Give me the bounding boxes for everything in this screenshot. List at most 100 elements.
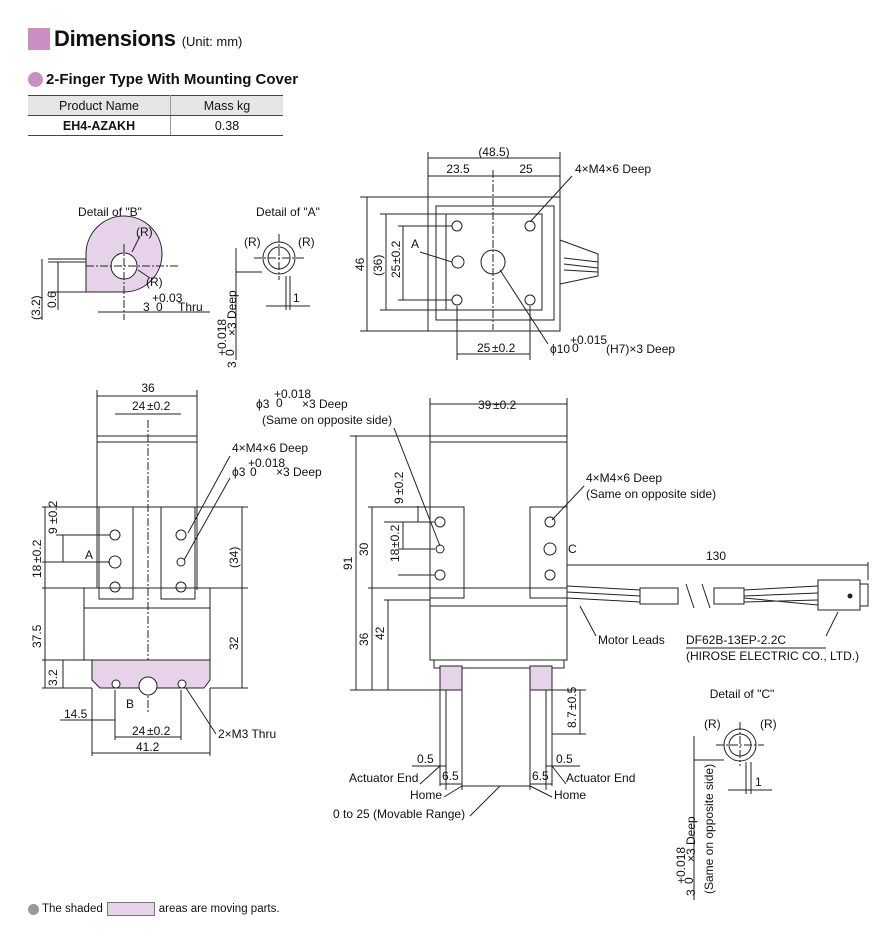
cable-wire bbox=[566, 585, 641, 591]
dim-label: (48.5) bbox=[478, 145, 509, 159]
connector-body bbox=[817, 579, 861, 611]
leader-line bbox=[825, 611, 839, 637]
cable-exit bbox=[559, 239, 599, 285]
cable-wire bbox=[563, 269, 599, 273]
column-header-mass: Mass kg bbox=[170, 95, 283, 116]
bullet-circle-icon bbox=[28, 72, 43, 87]
tapped-hole-note: (Same on opposite side) bbox=[586, 487, 716, 501]
body-step bbox=[97, 506, 198, 590]
dim-tolerance: ±0.2 bbox=[46, 500, 60, 524]
tapped-hole bbox=[175, 529, 187, 541]
hole-tol-upper: +0.018 bbox=[215, 319, 229, 356]
pin-hole bbox=[435, 544, 445, 554]
leader-line bbox=[393, 427, 441, 547]
dim-label: 25 bbox=[477, 341, 491, 355]
finger-hole bbox=[111, 679, 121, 689]
dim-label: 9 bbox=[392, 497, 406, 504]
dim-label: 18 bbox=[30, 564, 44, 578]
hole-tol-lower: 0 bbox=[156, 300, 163, 314]
connector-maker: (HIROSE ELECTRIC CO., LTD.) bbox=[686, 649, 859, 663]
label-c: C bbox=[568, 542, 577, 556]
dim-label: 36 bbox=[141, 381, 155, 395]
dim-label: 25 bbox=[519, 162, 533, 176]
dim-tolerance: ±0.5 bbox=[565, 686, 579, 710]
tapped-hole-label: 4×M4×6 Deep bbox=[575, 162, 651, 176]
dim-label: 36 bbox=[357, 632, 371, 646]
detail-c: Detail of "C" (R) (R) 1 3 +0.018 0 ×3 De… bbox=[674, 687, 777, 900]
dim-label: 0.5 bbox=[556, 752, 573, 766]
hole-tol-upper: +0.018 bbox=[674, 847, 688, 884]
dim-label: 1 bbox=[293, 291, 300, 305]
tapped-hole bbox=[175, 581, 187, 593]
radius-label: (R) bbox=[298, 235, 315, 249]
detail-b-title: Detail of "B" bbox=[78, 205, 142, 219]
motor-body bbox=[429, 435, 568, 589]
dim-label: (34) bbox=[227, 547, 241, 568]
hole-tol-lower: 0 bbox=[223, 349, 237, 356]
dim-label: 41.2 bbox=[136, 740, 160, 754]
mounting-cover-right bbox=[160, 506, 196, 600]
page-title: Dimensions bbox=[54, 26, 176, 51]
tapped-hole bbox=[451, 220, 463, 232]
finger-left-shaded bbox=[439, 665, 463, 691]
dim-tolerance: ±0.2 bbox=[392, 471, 406, 495]
tapped-hole bbox=[544, 516, 556, 528]
pin-tol-lower: 0 bbox=[276, 396, 283, 410]
hole-tol-lower: 0 bbox=[682, 877, 696, 884]
pin-tol-lower: 0 bbox=[250, 465, 257, 479]
finger-hole bbox=[177, 679, 187, 689]
dim-label: 46 bbox=[353, 257, 367, 271]
gear-head-flange bbox=[429, 587, 568, 607]
tapped-hole-label: 4×M4×6 Deep bbox=[586, 471, 662, 485]
leader-line bbox=[187, 455, 231, 534]
leader-line bbox=[185, 687, 217, 735]
tapped-hole bbox=[109, 581, 121, 593]
dim-label: 3.2 bbox=[46, 669, 60, 686]
detail-a-title: Detail of "A" bbox=[256, 205, 320, 219]
dim-label: 9 bbox=[46, 527, 60, 534]
connector-tab bbox=[859, 583, 869, 607]
hole-suffix: ×3 Deep bbox=[225, 290, 239, 336]
center-bore-tol-lower: 0 bbox=[572, 341, 579, 355]
dim-label: 30 bbox=[357, 542, 371, 556]
detail-b: Detail of "B" (3.2) 0.6 (R) (R) 3 +0.03 … bbox=[29, 205, 210, 320]
product-name-cell: EH4-AZAKH bbox=[28, 115, 171, 136]
finger-right-shaded bbox=[529, 665, 553, 691]
header-square-icon bbox=[28, 28, 50, 50]
pin-hole-a bbox=[108, 555, 122, 569]
cable-wire bbox=[563, 257, 599, 263]
pin-hole bbox=[176, 557, 186, 567]
detail-c-title: Detail of "C" bbox=[710, 687, 775, 701]
center-bore-label: ϕ10 bbox=[550, 342, 570, 356]
radius-label: (R) bbox=[136, 225, 153, 239]
finger-bore bbox=[138, 676, 158, 696]
connector-pin bbox=[847, 593, 853, 599]
dim-tolerance: ±0.2 bbox=[389, 240, 403, 264]
pin-hole-a bbox=[451, 255, 465, 269]
mounting-cover-left bbox=[430, 506, 465, 599]
hole-size: 3 bbox=[225, 361, 239, 368]
break-mark bbox=[701, 583, 711, 609]
subsection-header: 2-Finger Type With Mounting Cover bbox=[28, 71, 298, 88]
detail-a: Detail of "A" (R) (R) 3 +0.018 0 ×3 Deep… bbox=[215, 205, 320, 368]
dim-label: 18 bbox=[388, 548, 402, 562]
dim-label: 0.6 bbox=[45, 291, 59, 308]
tapped-hole-label: 4×M4×6 Deep bbox=[232, 441, 308, 455]
pin-hole-c bbox=[543, 542, 557, 556]
leader-line bbox=[137, 269, 151, 279]
dim-label: 42 bbox=[373, 626, 387, 640]
column-header-product: Product Name bbox=[28, 95, 171, 116]
radius-label: (R) bbox=[244, 235, 261, 249]
actuator-end-label: Actuator End bbox=[349, 771, 418, 785]
tapped-hole bbox=[524, 220, 536, 232]
dim-tolerance: ±0.2 bbox=[388, 524, 402, 548]
motor-body bbox=[96, 435, 198, 589]
finger-base bbox=[433, 659, 565, 669]
dim-label: 91 bbox=[341, 556, 355, 570]
pin-tol-upper: +0.018 bbox=[248, 456, 285, 470]
table-row: EH4-AZAKH 0.38 bbox=[28, 115, 283, 136]
footnote-text-before: The shaded bbox=[42, 903, 103, 915]
gear-head bbox=[429, 605, 568, 661]
pin-label: ϕ3 bbox=[256, 397, 270, 411]
